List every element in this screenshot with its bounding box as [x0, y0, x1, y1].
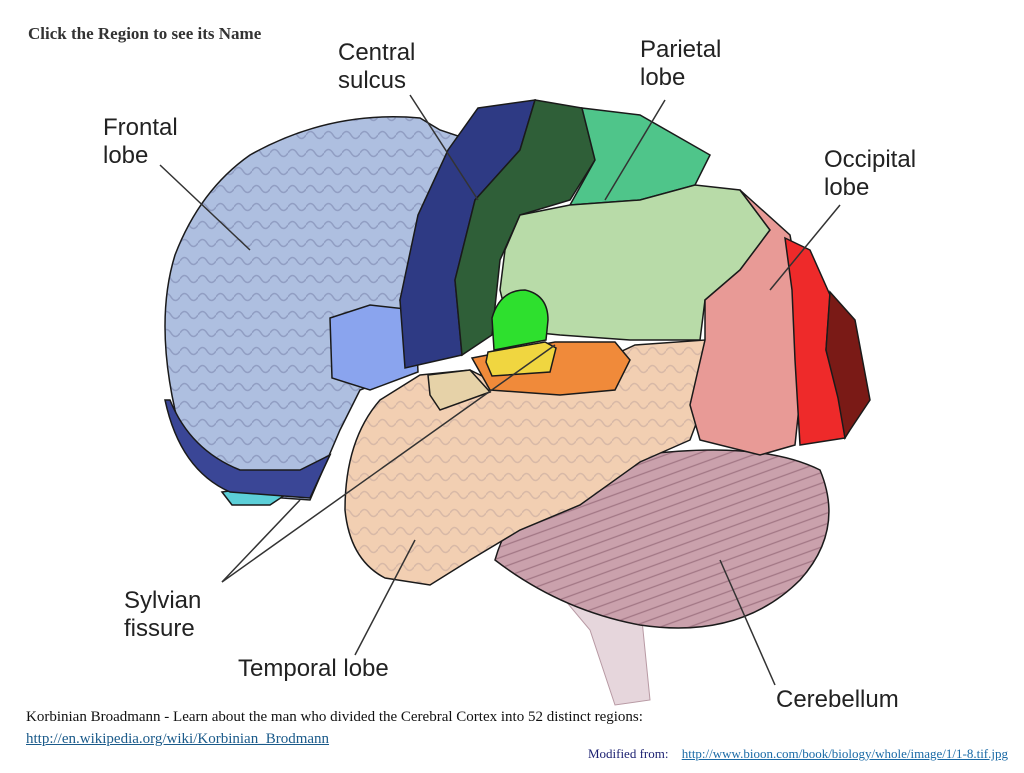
label-sylvian-2: fissure [124, 615, 195, 642]
label-parietal-1: Parietal [640, 36, 721, 63]
label-cerebellum: Cerebellum [776, 686, 899, 713]
occipital-dark-region[interactable] [825, 290, 871, 441]
label-frontal-1: Frontal [103, 114, 178, 141]
label-occipital-2: lobe [824, 174, 869, 201]
modified-label: Modified from: [587, 746, 669, 761]
label-parietal-2: lobe [640, 64, 685, 91]
label-sylvian-1: Sylvian [124, 587, 201, 614]
inferior-frontal-strip[interactable] [164, 399, 332, 499]
yellow-region[interactable] [485, 341, 557, 377]
footer: Korbinian Broadmann - Learn about the ma… [26, 706, 643, 750]
label-central-sulcus-1: Central [338, 39, 415, 66]
label-central-sulcus-2: sulcus [338, 67, 406, 94]
label-occipital-1: Occipital [824, 146, 916, 173]
premotor-region[interactable] [329, 304, 419, 391]
leader-lines [159, 94, 841, 686]
insula-region[interactable] [427, 369, 492, 411]
label-temporal: Temporal lobe [238, 655, 389, 682]
footer-link[interactable]: http://en.wikipedia.org/wiki/Korbinian_B… [26, 731, 330, 747]
modified-credit: Modified from: http://www.bioon.com/book… [588, 746, 1008, 762]
instruction-text: Click the Region to see its Name [28, 24, 262, 43]
label-frontal-2: lobe [103, 142, 148, 169]
footer-text: Korbinian Broadmann - Learn about the ma… [26, 709, 643, 725]
bright-green-region[interactable] [491, 289, 549, 351]
modified-link[interactable]: http://www.bioon.com/book/biology/whole/… [681, 746, 1008, 761]
